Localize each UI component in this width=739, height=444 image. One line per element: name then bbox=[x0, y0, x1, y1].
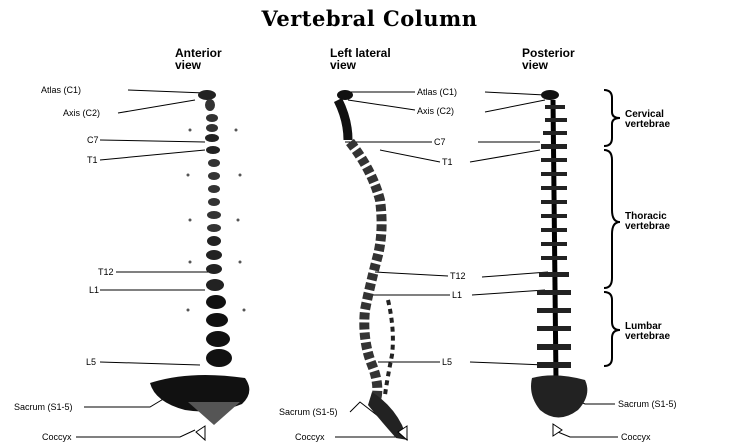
label-lateral-t12: T12 bbox=[450, 271, 466, 281]
group-cervical-line2: vertebrae bbox=[625, 120, 670, 130]
label-anterior-l5: L5 bbox=[86, 357, 96, 367]
label-anterior-coccyx: Coccyx bbox=[42, 432, 72, 442]
label-lateral-atlas: Atlas (C1) bbox=[417, 87, 457, 97]
label-anterior-atlas: Atlas (C1) bbox=[41, 85, 81, 95]
label-lateral-l1: L1 bbox=[452, 290, 462, 300]
label-lateral-t1: T1 bbox=[442, 157, 453, 167]
label-posterior-sacrum: Sacrum (S1-5) bbox=[618, 399, 677, 409]
label-anterior-l1: L1 bbox=[89, 285, 99, 295]
label-lateral-l5: L5 bbox=[442, 357, 452, 367]
label-anterior-c7: C7 bbox=[87, 135, 99, 145]
label-posterior-coccyx: Coccyx bbox=[621, 432, 651, 442]
label-anterior-t12: T12 bbox=[98, 267, 114, 277]
label-anterior-sacrum: Sacrum (S1-5) bbox=[14, 402, 73, 412]
group-thoracic-line2: vertebrae bbox=[625, 222, 670, 232]
group-lumbar-line2: vertebrae bbox=[625, 332, 670, 342]
group-lumbar: Lumbar vertebrae bbox=[625, 322, 670, 342]
label-lateral-axis: Axis (C2) bbox=[417, 106, 454, 116]
group-cervical: Cervical vertebrae bbox=[625, 110, 670, 130]
label-lateral-c7: C7 bbox=[434, 137, 446, 147]
group-thoracic: Thoracic vertebrae bbox=[625, 212, 670, 232]
label-anterior-t1: T1 bbox=[87, 155, 98, 165]
anterior-spine bbox=[150, 90, 249, 440]
label-lateral-sacrum: Sacrum (S1-5) bbox=[279, 407, 338, 417]
region-braces bbox=[604, 90, 620, 366]
label-anterior-axis: Axis (C2) bbox=[63, 108, 100, 118]
label-lateral-coccyx: Coccyx bbox=[295, 432, 325, 442]
